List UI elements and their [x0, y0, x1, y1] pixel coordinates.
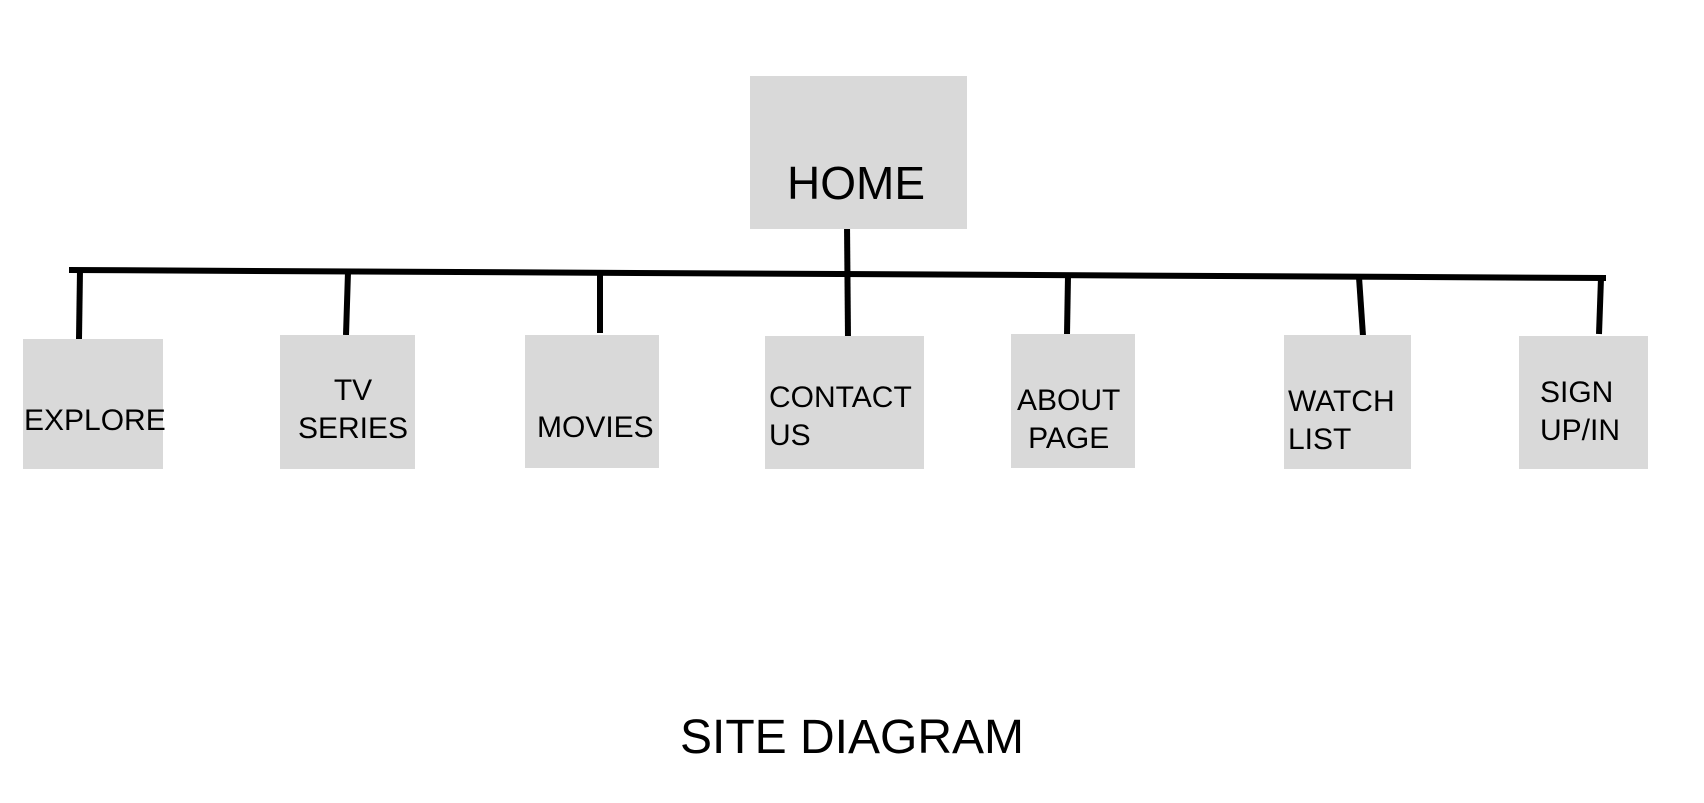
- node-about-page-label: ABOUT PAGE: [1017, 384, 1121, 455]
- connector-about-page: [1064, 275, 1071, 335]
- node-explore-label: EXPLORE: [24, 404, 166, 437]
- node-home: HOME: [750, 76, 967, 229]
- connector-bus: [68, 267, 1607, 281]
- node-tv-series-label: TV SERIES: [298, 374, 409, 445]
- diagram-title: SITE DIAGRAM: [679, 711, 1025, 764]
- node-tv-series: TV SERIES: [280, 335, 415, 469]
- node-movies: MOVIES: [525, 335, 659, 468]
- node-contact-us-label: CONTACT US: [769, 381, 912, 452]
- node-watch-list-label: WATCH LIST: [1288, 385, 1395, 456]
- node-movies-label: MOVIES: [537, 411, 654, 444]
- node-sign-up-in: SIGN UP/IN: [1519, 336, 1648, 469]
- node-explore: EXPLORE: [23, 339, 166, 469]
- node-watch-list: WATCH LIST: [1284, 335, 1411, 469]
- node-sign-up-in-label: SIGN UP/IN: [1540, 376, 1621, 447]
- node-contact-us: CONTACT US: [765, 336, 924, 469]
- connector-tv-series: [343, 271, 351, 336]
- connector-sign-up-in: [1596, 277, 1604, 335]
- connector-explore: [76, 269, 83, 340]
- connector-watch-list: [1356, 276, 1366, 337]
- connector-home: [844, 223, 851, 339]
- node-home-label: HOME: [787, 157, 925, 209]
- node-about-page: ABOUT PAGE: [1011, 334, 1135, 468]
